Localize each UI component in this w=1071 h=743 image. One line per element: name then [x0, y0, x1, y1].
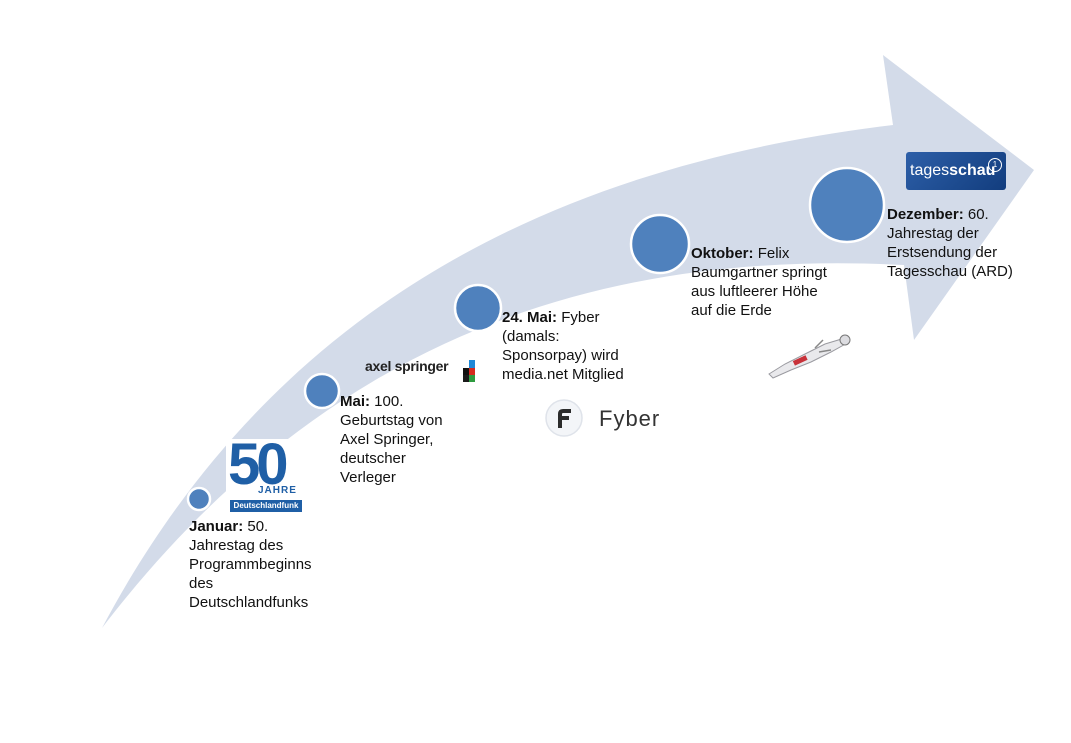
milestone-oktober: Oktober: Felix Baumgartner springt aus l…	[691, 244, 841, 320]
timeline-arrow	[102, 55, 1034, 628]
milestone-description: 100. Geburtstag von Axel Springer, deuts…	[340, 393, 443, 486]
milestone-month: Oktober:	[691, 245, 754, 262]
milestone-month: Mai:	[340, 393, 370, 410]
milestone-mai: Mai: 100. Geburtstag von Axel Springer, …	[340, 392, 462, 487]
dlf-logo-brand: Deutschlandfunk	[230, 500, 302, 512]
milestone-circle-dezember	[808, 166, 886, 244]
milestone-circle-24-mai	[453, 283, 503, 333]
milestone-circle-oktober	[629, 213, 691, 275]
tagesschau-logo: tagesschau 1	[906, 152, 1006, 190]
tagesschau-wordmark: tagesschau	[910, 162, 996, 179]
milestone-description: Fyber (damals: Sponsorpay) wird media.ne…	[502, 309, 624, 383]
milestone-januar: Januar: 50. Jahrestag des Programmbeginn…	[189, 517, 329, 612]
fyber-wordmark: Fyber	[599, 406, 661, 431]
milestone-month: 24. Mai:	[502, 309, 558, 326]
skydiver-image	[768, 334, 851, 379]
fyber-f-icon	[545, 399, 583, 437]
axel-springer-mark-icon	[463, 360, 475, 382]
milestone-24-mai: 24. Mai: Fyber (damals: Sponsorpay) wird…	[502, 308, 647, 384]
axel-springer-logo: axel springer	[365, 358, 449, 374]
milestone-dezember: Dezember: 60. Jahrestag der Erstsendung …	[887, 205, 1037, 281]
milestone-description: 50. Jahrestag des Programmbeginns des De…	[189, 518, 312, 611]
milestone-month: Dezember:	[887, 206, 964, 223]
dlf-logo-jahre: JAHRE	[258, 485, 297, 496]
milestone-circle-mai	[303, 372, 341, 410]
deutschlandfunk-50-logo: 50 JAHRE Deutschlandfunk	[226, 432, 306, 517]
milestone-circle-januar	[186, 486, 212, 512]
milestone-description: Felix Baumgartner springt aus luftleerer…	[691, 245, 827, 319]
milestone-description: 60. Jahrestag der Erstsendung der Tagess…	[887, 206, 1013, 280]
dlf-logo-number: 50	[228, 432, 288, 497]
ard-icon: 1	[988, 158, 1002, 172]
milestone-month: Januar:	[189, 518, 244, 535]
